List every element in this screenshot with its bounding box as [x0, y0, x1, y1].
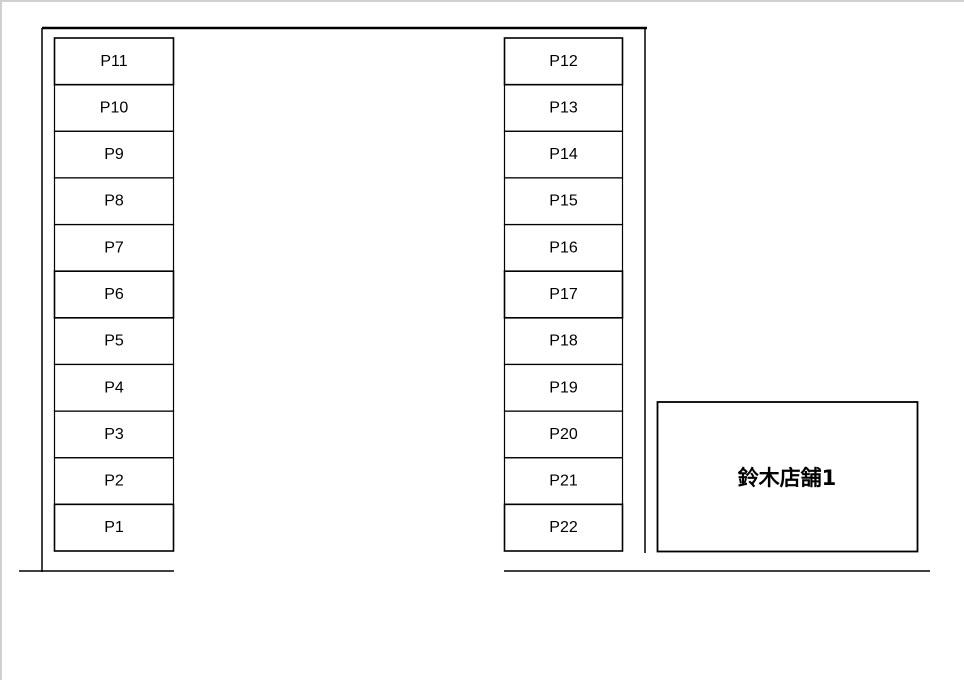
parking-space-p22: [503, 503, 624, 552]
parking-space-label: P14: [549, 146, 578, 163]
parking-space-label: P8: [104, 193, 124, 210]
parking-space-label: P17: [549, 286, 578, 303]
store-outline: [656, 401, 919, 553]
parking-space-label: P12: [549, 53, 578, 70]
parking-space-label: P3: [104, 426, 124, 443]
parking-space-label: P4: [104, 379, 124, 396]
parking-space-label: P9: [104, 146, 124, 163]
parking-space-label: P22: [549, 519, 578, 536]
parking-space-label: P18: [549, 333, 578, 350]
parking-space-label: P13: [549, 99, 578, 116]
parking-space-label: P7: [104, 239, 124, 256]
parking-space-label: P5: [104, 333, 124, 350]
parking-space-label: P21: [549, 473, 578, 490]
parking-space-p1: [53, 503, 175, 552]
store-label: 鈴木店舗1: [738, 466, 837, 490]
lot-boundary: [19, 26, 930, 572]
store-building: 鈴木店舗1: [656, 401, 919, 553]
parking-space-label: P1: [104, 519, 124, 536]
parking-space-label: P20: [549, 426, 578, 443]
parking-space-label: P2: [104, 473, 124, 490]
parking-space-label: P15: [549, 193, 578, 210]
parking-space-label: P19: [549, 379, 578, 396]
parking-space-label: P16: [549, 239, 578, 256]
parking-space-label: P6: [104, 286, 124, 303]
parking-space-label: P10: [100, 99, 129, 116]
parking-space-label: P11: [100, 53, 127, 70]
